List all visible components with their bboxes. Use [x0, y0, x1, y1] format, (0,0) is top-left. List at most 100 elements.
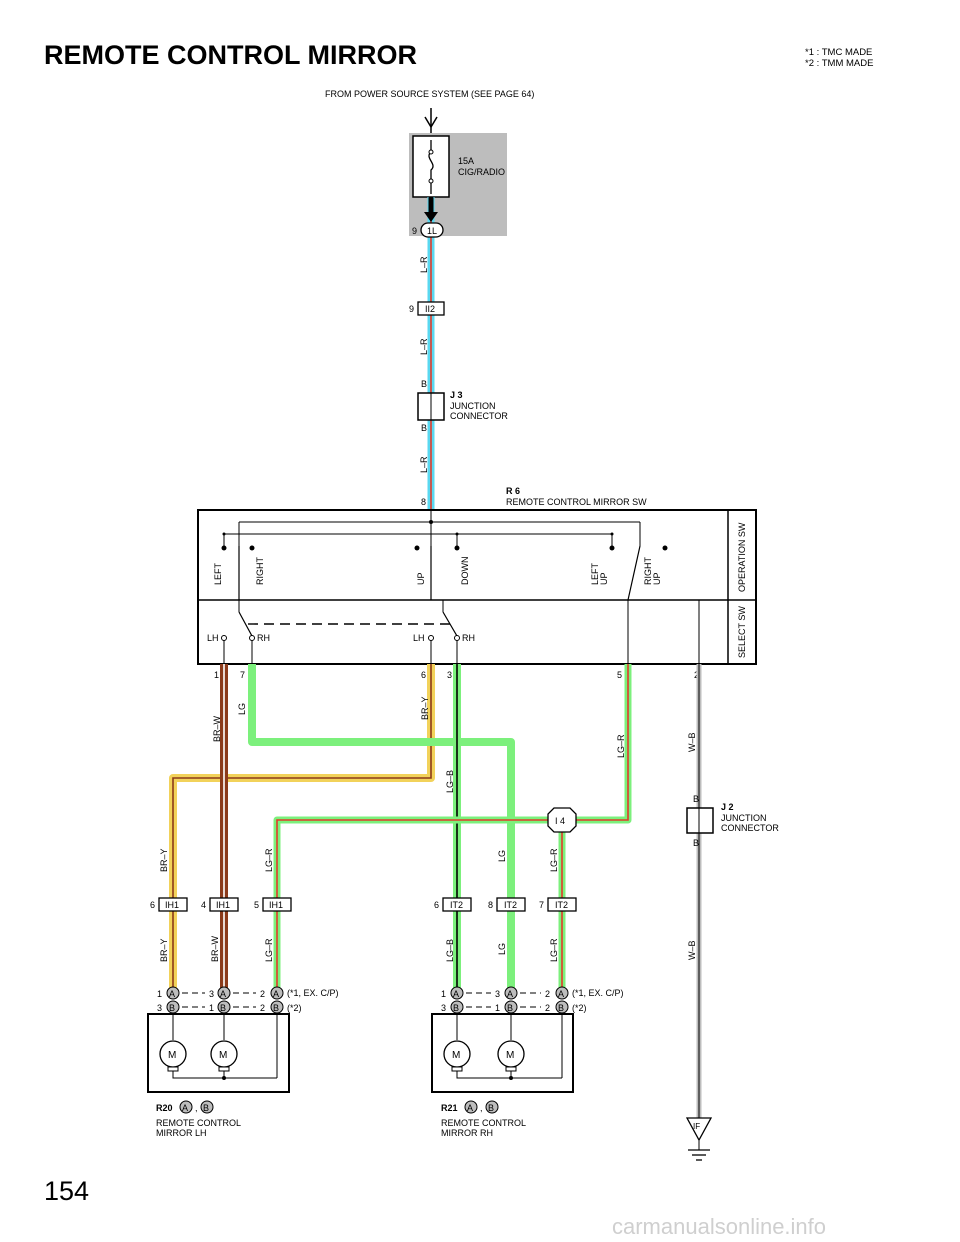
svg-text:LG: LG: [497, 850, 507, 862]
svg-text:I 4: I 4: [555, 816, 565, 826]
svg-text:LG: LG: [237, 703, 247, 715]
svg-text:4: 4: [201, 900, 206, 910]
svg-text:JUNCTION: JUNCTION: [450, 401, 496, 411]
svg-text:BR–Y: BR–Y: [420, 696, 430, 720]
connector-ih1-row: 6 IH1 4 IH1 5 IH1: [150, 897, 292, 912]
page-number: 154: [44, 1176, 89, 1206]
svg-text:1: 1: [441, 989, 446, 999]
svg-text:IT2: IT2: [555, 900, 568, 910]
svg-text:UP: UP: [599, 572, 609, 585]
svg-text:W–B: W–B: [687, 732, 697, 752]
svg-text:B: B: [693, 838, 699, 848]
svg-text:(*1, EX. C/P): (*1, EX. C/P): [572, 988, 624, 998]
svg-text:LEFT: LEFT: [590, 562, 600, 585]
svg-text:RH: RH: [462, 633, 475, 643]
svg-text:9: 9: [409, 304, 414, 314]
wire-lgr: [273, 664, 632, 988]
svg-text:A: A: [507, 989, 513, 999]
svg-text:3: 3: [495, 989, 500, 999]
svg-text:LG–R: LG–R: [549, 938, 559, 962]
svg-text:1L: 1L: [427, 226, 437, 236]
power-source-label: FROM POWER SOURCE SYSTEM (SEE PAGE 64): [325, 89, 534, 99]
remote-control-mirror-switch: [197, 509, 757, 665]
svg-text:LG: LG: [497, 943, 507, 955]
wire-lg: [248, 664, 515, 988]
switch-input-pin: 8: [421, 497, 426, 507]
watermark: carmanualsonline.info: [612, 1214, 826, 1239]
svg-text:(*2): (*2): [572, 1003, 587, 1013]
svg-text:UP: UP: [652, 572, 662, 585]
svg-text:BR–Y: BR–Y: [159, 938, 169, 962]
svg-text:LG–R: LG–R: [264, 938, 274, 962]
fuse-rating: 15A: [458, 156, 474, 166]
svg-text:A: A: [273, 989, 279, 999]
svg-text:MIRROR LH: MIRROR LH: [156, 1128, 207, 1138]
svg-text:,: ,: [195, 1103, 198, 1113]
arrow-down-icon: [424, 212, 438, 222]
svg-text:J 3: J 3: [450, 390, 463, 400]
svg-text:UP: UP: [416, 572, 426, 585]
svg-text:MIRROR RH: MIRROR RH: [441, 1128, 493, 1138]
svg-text:JUNCTION: JUNCTION: [721, 813, 767, 823]
svg-text:BR–W: BR–W: [210, 935, 220, 962]
svg-text:2: 2: [545, 1003, 550, 1013]
svg-text:3: 3: [441, 1003, 446, 1013]
svg-text:B: B: [558, 1003, 564, 1013]
svg-text:B: B: [488, 1103, 494, 1113]
svg-text:BR–Y: BR–Y: [159, 848, 169, 872]
svg-text:RH: RH: [257, 633, 270, 643]
wire-label-lr-1: L–R: [419, 256, 429, 273]
mirror-rh-id: R21: [441, 1103, 458, 1113]
svg-text:LG–R: LG–R: [616, 734, 626, 758]
svg-text:1: 1: [495, 1003, 500, 1013]
svg-text:CONNECTOR: CONNECTOR: [721, 823, 779, 833]
svg-text:B: B: [507, 1003, 513, 1013]
mirror-lh: 1 A 3 A 2 A (*1, EX. C/P) 3 B 1 B 2 B (*…: [147, 986, 339, 1093]
svg-text:A: A: [558, 989, 564, 999]
svg-text:A: A: [220, 989, 226, 999]
svg-text:IH1: IH1: [269, 900, 283, 910]
svg-text:A: A: [169, 989, 175, 999]
svg-text:(*2): (*2): [287, 1003, 302, 1013]
svg-text:DOWN: DOWN: [460, 557, 470, 586]
fuse-name: CIG/RADIO: [458, 167, 505, 177]
ground-icon: IF: [685, 1117, 713, 1161]
wire-bry: [169, 664, 435, 988]
note-tmm: *2 : TMM MADE: [805, 58, 873, 69]
svg-text:7: 7: [539, 900, 544, 910]
svg-text:2: 2: [260, 1003, 265, 1013]
svg-text:9: 9: [412, 226, 417, 236]
switch-id: R 6: [506, 486, 520, 496]
svg-text:B: B: [220, 1003, 226, 1013]
svg-text:LEFT: LEFT: [213, 562, 223, 585]
svg-text:M: M: [168, 1050, 176, 1061]
svg-text:B: B: [273, 1003, 279, 1013]
arrow-down-icon: [424, 116, 438, 129]
svg-text:(*1, EX. C/P): (*1, EX. C/P): [287, 988, 339, 998]
svg-text:M: M: [452, 1050, 460, 1061]
splice-i4: [547, 807, 577, 833]
svg-text:RIGHT: RIGHT: [255, 557, 265, 586]
svg-text:A: A: [453, 989, 459, 999]
svg-text:5: 5: [617, 670, 622, 680]
svg-text:B: B: [169, 1003, 175, 1013]
wire-label-lr-3: L–R: [419, 456, 429, 473]
connector-ii2: [417, 301, 445, 316]
svg-text:LG–B: LG–B: [445, 770, 455, 793]
svg-text:5: 5: [254, 900, 259, 910]
svg-text:A: A: [467, 1103, 473, 1113]
connector-it2-row: 6 IT2 8 IT2 7 IT2: [434, 897, 577, 912]
svg-text:2: 2: [260, 989, 265, 999]
svg-text:6: 6: [150, 900, 155, 910]
svg-text:LG–R: LG–R: [549, 848, 559, 872]
svg-text:M: M: [219, 1050, 227, 1061]
svg-text:1: 1: [209, 1003, 214, 1013]
svg-text:IT2: IT2: [450, 900, 463, 910]
svg-text:6: 6: [421, 670, 426, 680]
mirror-lh-id: R20: [156, 1103, 173, 1113]
svg-text:LG–B: LG–B: [445, 939, 455, 962]
svg-text:BR–W: BR–W: [212, 715, 222, 742]
svg-text:B: B: [693, 794, 699, 804]
svg-text:IF: IF: [693, 1122, 700, 1131]
